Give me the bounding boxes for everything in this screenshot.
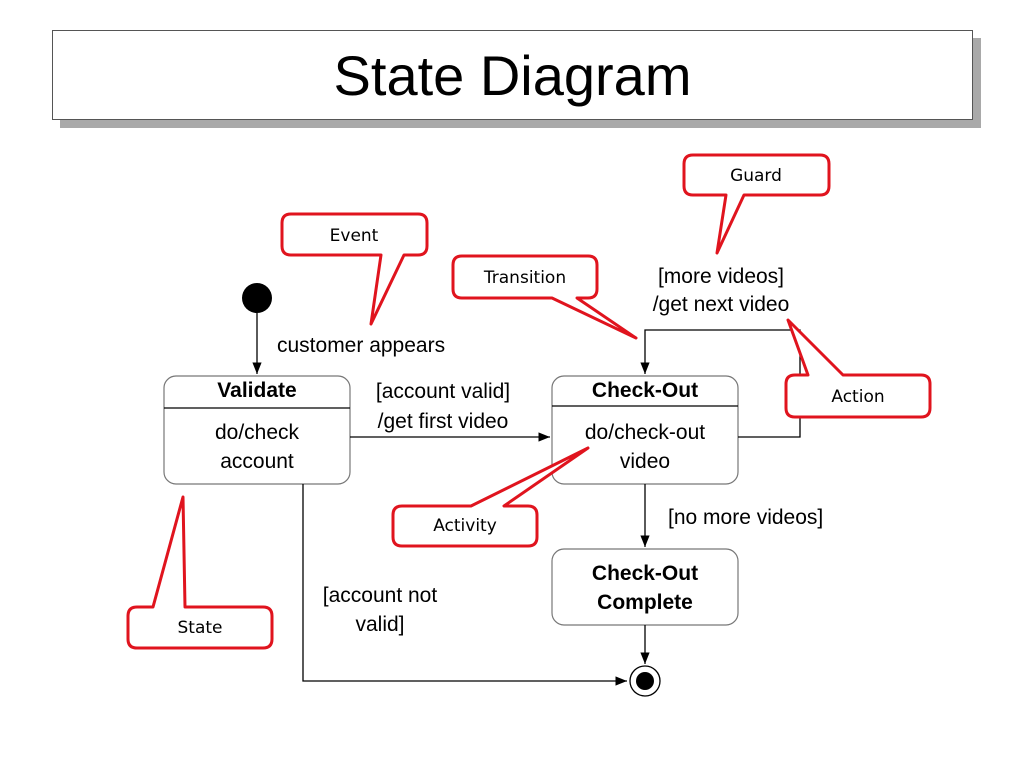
title-box: State Diagram bbox=[52, 30, 973, 120]
callout-guard: Guard bbox=[682, 153, 831, 255]
callout-event-text: Event bbox=[330, 226, 379, 246]
more-videos-guard: [more videos] bbox=[658, 265, 784, 288]
callout-guard-text: Guard bbox=[730, 166, 782, 186]
checkout-state-name: Check-Out bbox=[592, 379, 698, 402]
valid-action-label: /get first video bbox=[378, 410, 509, 433]
validate-state-name: Validate bbox=[217, 379, 296, 402]
callout-state: State bbox=[126, 495, 274, 650]
valid-guard-label: [account valid] bbox=[376, 380, 510, 403]
page-title: State Diagram bbox=[333, 43, 692, 107]
initial-event-label: customer appears bbox=[277, 334, 445, 357]
validate-activity-line2: account bbox=[220, 450, 294, 473]
state-validate: Validate do/check account bbox=[163, 375, 351, 485]
callout-activity: Activity bbox=[391, 446, 590, 548]
callout-action-text: Action bbox=[831, 387, 884, 407]
not-valid-line2: valid] bbox=[355, 613, 404, 636]
state-checkout: Check-Out do/check-out video bbox=[551, 375, 739, 485]
not-valid-transition-arrow bbox=[302, 484, 627, 686]
callout-activity-text: Activity bbox=[433, 516, 497, 536]
no-more-videos-label: [no more videos] bbox=[668, 506, 823, 529]
validate-activity-line1: do/check bbox=[215, 421, 300, 444]
final-state bbox=[629, 665, 661, 697]
callout-action: Action bbox=[784, 318, 932, 419]
not-valid-line1: [account not bbox=[323, 584, 438, 607]
callout-transition: Transition bbox=[451, 254, 638, 340]
initial-state bbox=[242, 283, 272, 313]
complete-line1: Check-Out bbox=[592, 562, 698, 585]
more-videos-action: /get next video bbox=[653, 293, 790, 316]
checkout-activity-line2: video bbox=[620, 450, 670, 473]
complete-line2: Complete bbox=[597, 591, 693, 614]
callout-state-text: State bbox=[178, 618, 223, 638]
callout-event: Event bbox=[280, 212, 429, 326]
checkout-activity-line1: do/check-out bbox=[585, 421, 705, 444]
state-checkout-complete: Check-Out Complete bbox=[551, 548, 739, 626]
callout-transition-text: Transition bbox=[483, 268, 566, 288]
